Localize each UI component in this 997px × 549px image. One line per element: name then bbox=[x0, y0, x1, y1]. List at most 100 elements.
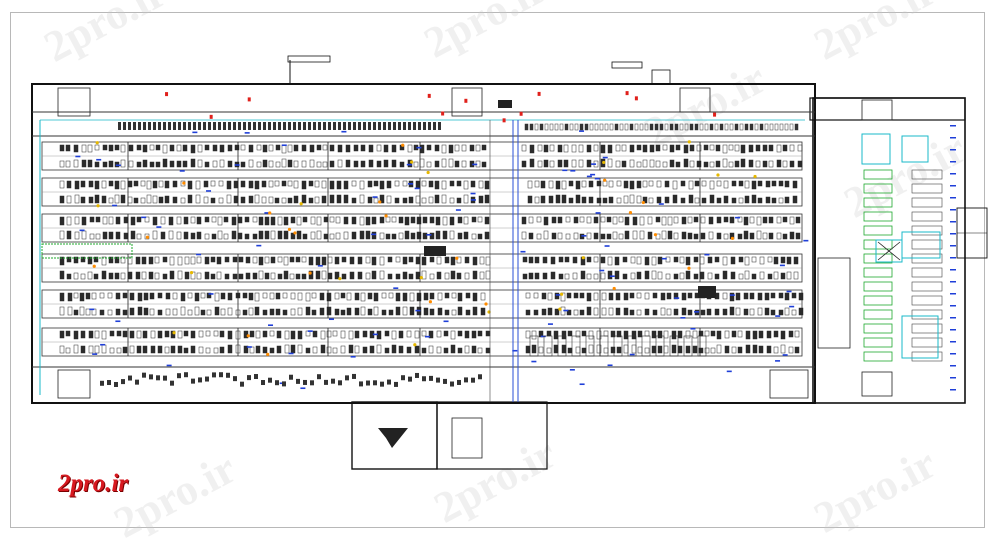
room-table bbox=[911, 239, 943, 250]
desk-unit bbox=[608, 180, 614, 188]
desk-unit bbox=[66, 195, 72, 204]
desk-unit bbox=[254, 292, 260, 302]
bottom-unit bbox=[184, 372, 188, 378]
red-mark bbox=[427, 93, 431, 98]
desk-unit bbox=[477, 330, 483, 337]
desk-unit bbox=[748, 144, 754, 153]
desk-unit bbox=[429, 232, 435, 240]
desk-unit bbox=[548, 180, 554, 189]
desk-unit bbox=[270, 256, 276, 264]
desk-unit bbox=[348, 330, 354, 340]
bottom-unit bbox=[121, 379, 125, 385]
blue-mark bbox=[607, 364, 613, 367]
desk-unit bbox=[716, 330, 722, 340]
desk-unit bbox=[162, 158, 168, 168]
desk-unit bbox=[74, 194, 80, 204]
desk-unit bbox=[471, 216, 477, 223]
desk-unit bbox=[187, 194, 193, 204]
desk-unit bbox=[219, 346, 225, 354]
desk-unit bbox=[87, 159, 93, 168]
desk-unit bbox=[81, 159, 87, 168]
desk-unit bbox=[743, 292, 749, 300]
desk-unit bbox=[722, 308, 728, 316]
desk-unit bbox=[442, 230, 448, 240]
desk-unit bbox=[326, 346, 332, 354]
desk-unit bbox=[743, 216, 749, 226]
desk-unit bbox=[608, 307, 614, 316]
desk-unit bbox=[340, 345, 346, 354]
storage-unit bbox=[363, 122, 366, 130]
room-table bbox=[863, 225, 893, 236]
desk-unit bbox=[550, 256, 556, 265]
desk-unit bbox=[457, 292, 463, 302]
desk-unit bbox=[434, 144, 440, 152]
blue-mark bbox=[268, 324, 274, 327]
desk-unit bbox=[683, 158, 689, 168]
desk-unit bbox=[268, 180, 274, 188]
blue-mark bbox=[726, 370, 732, 373]
desk-unit bbox=[115, 216, 121, 225]
desk-unit bbox=[204, 216, 210, 223]
desk-unit bbox=[128, 160, 134, 168]
desk-unit bbox=[244, 233, 250, 240]
blue-mark bbox=[586, 175, 592, 178]
desk-unit bbox=[704, 330, 710, 337]
desk-unit bbox=[729, 292, 735, 302]
desk-unit bbox=[681, 231, 687, 240]
desk-unit bbox=[101, 180, 107, 189]
desk-unit bbox=[59, 306, 65, 316]
main-outline bbox=[31, 83, 816, 404]
desk-unit bbox=[472, 306, 478, 316]
desk-unit bbox=[376, 344, 382, 354]
desk-unit bbox=[162, 144, 168, 154]
storage-unit bbox=[564, 123, 569, 131]
desk-unit bbox=[329, 160, 335, 168]
storage-unit bbox=[183, 122, 186, 130]
storage-unit bbox=[408, 122, 411, 130]
desk-unit bbox=[157, 292, 163, 299]
right-wing-rooms bbox=[861, 125, 956, 391]
desk-unit bbox=[429, 273, 435, 280]
desk-unit bbox=[743, 230, 749, 240]
desk-unit bbox=[557, 232, 563, 240]
desk-unit bbox=[578, 144, 584, 153]
storage-unit bbox=[288, 122, 291, 130]
desk-unit bbox=[780, 256, 786, 264]
desk-unit bbox=[301, 144, 307, 152]
desk-unit bbox=[757, 180, 763, 187]
desk-unit bbox=[694, 180, 700, 187]
desk-unit bbox=[115, 231, 121, 240]
desk-unit bbox=[639, 230, 645, 240]
desk-unit bbox=[120, 256, 126, 264]
desk-unit bbox=[600, 233, 606, 240]
desk-unit bbox=[365, 272, 371, 280]
desk-unit bbox=[607, 256, 613, 266]
desk-unit bbox=[95, 233, 101, 240]
desk-unit bbox=[254, 194, 260, 204]
desk-unit bbox=[693, 256, 699, 263]
storage-unit bbox=[123, 122, 126, 130]
desk-unit bbox=[341, 256, 347, 263]
desk-unit bbox=[227, 144, 233, 152]
blue-mark bbox=[604, 245, 610, 247]
desk-unit bbox=[623, 344, 629, 354]
desk-unit bbox=[469, 144, 475, 152]
blue-mark bbox=[416, 146, 422, 149]
desk-unit bbox=[586, 216, 592, 224]
floor-plan bbox=[31, 55, 988, 470]
desk-unit bbox=[463, 231, 469, 240]
desk-unit bbox=[415, 256, 421, 265]
storage-unit bbox=[258, 122, 261, 130]
desk-unit bbox=[213, 330, 219, 337]
storage-unit bbox=[609, 123, 614, 131]
bottom-unit bbox=[149, 374, 153, 380]
desk-unit bbox=[730, 271, 736, 280]
desk-unit bbox=[683, 144, 689, 154]
desk-unit bbox=[245, 256, 251, 264]
desk-unit bbox=[434, 160, 440, 168]
desk-unit bbox=[214, 292, 220, 302]
room-table bbox=[911, 295, 943, 306]
desk-unit bbox=[343, 194, 349, 204]
accent-dot bbox=[172, 331, 176, 335]
desk-unit bbox=[623, 292, 629, 301]
